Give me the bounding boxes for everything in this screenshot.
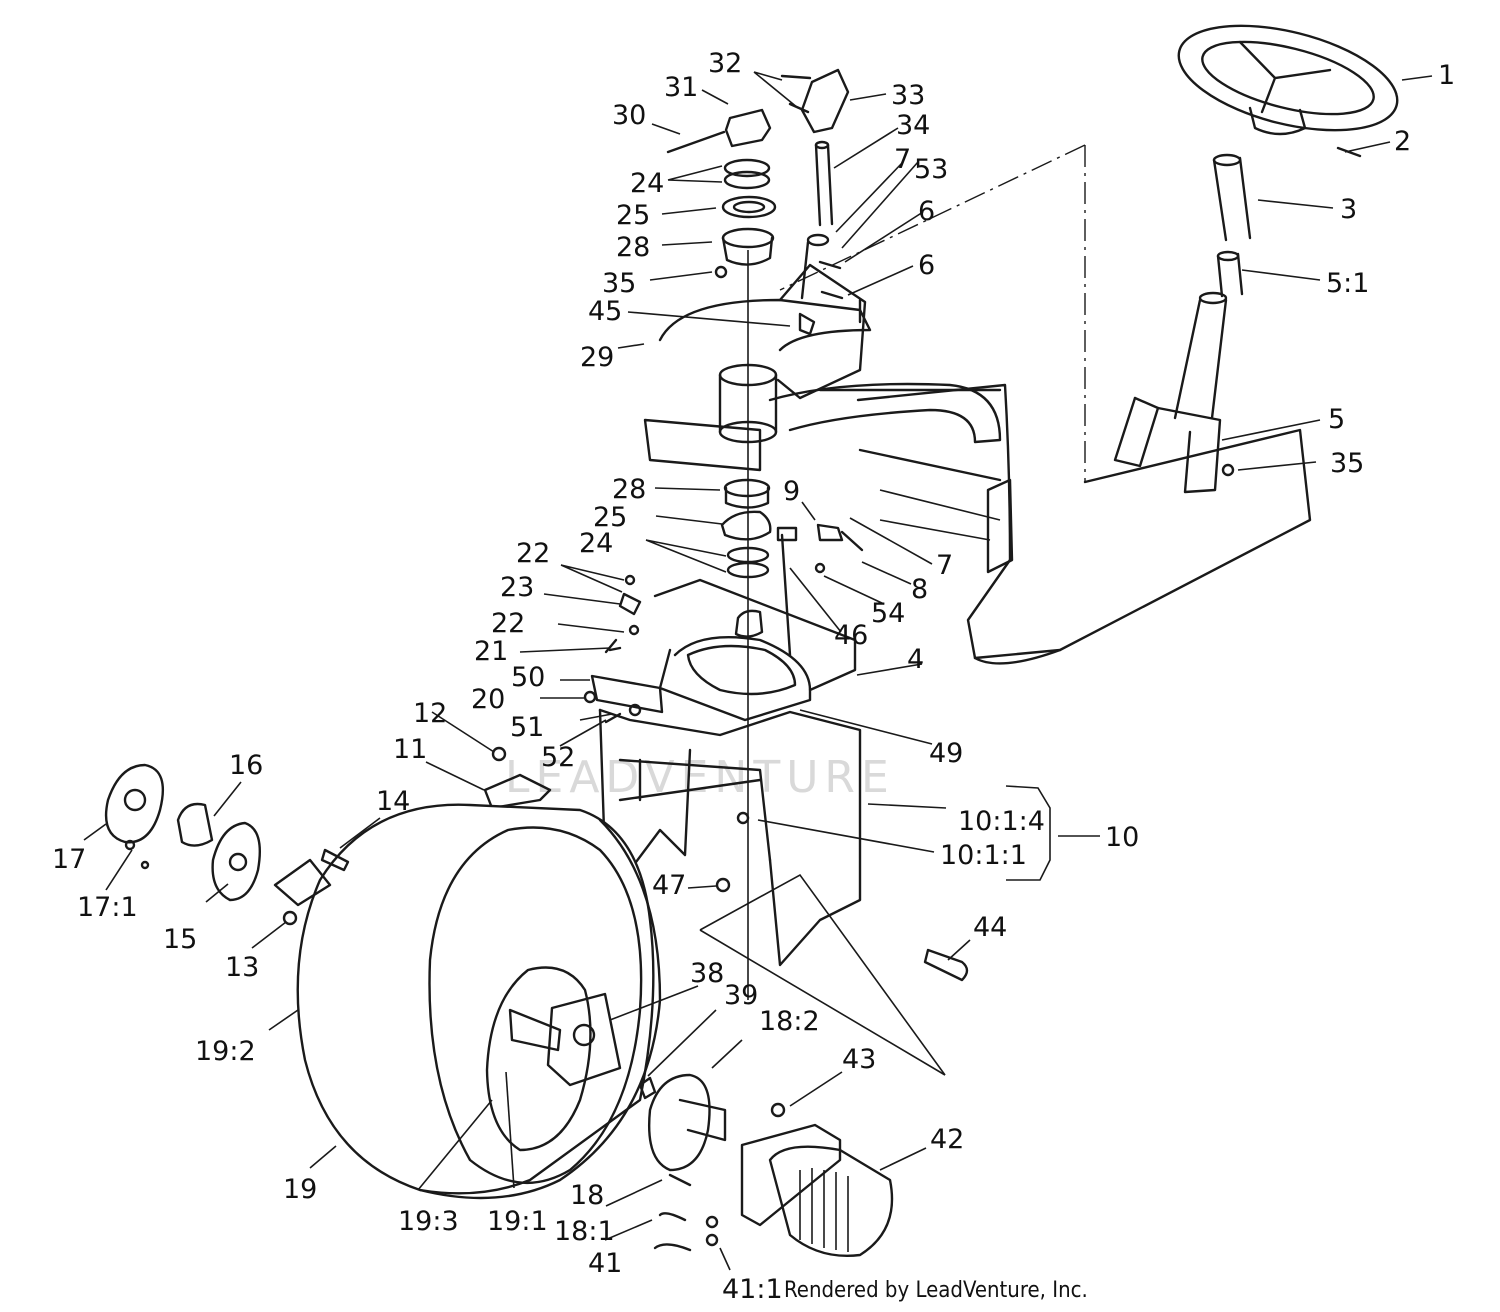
callout-10-1-4: 10:1:4	[958, 806, 1045, 837]
callout-35b: 35	[1330, 448, 1364, 479]
callout-43: 43	[842, 1044, 876, 1075]
steering-wheel	[1177, 24, 1399, 136]
callout-42: 42	[930, 1124, 964, 1155]
callout-32: 32	[708, 48, 742, 79]
callout-23: 23	[500, 572, 534, 603]
callout-53: 53	[914, 154, 948, 185]
pivot-bracket	[653, 523, 864, 722]
callout-labels: 1 2 3 4 5 5:1 6 6 7 7 8 9 10 10:1:1 10:1…	[52, 48, 1455, 1305]
callout-21: 21	[474, 636, 508, 667]
callout-51: 51	[510, 712, 544, 743]
steering-column	[1113, 146, 1362, 494]
callout-25a: 25	[616, 200, 650, 231]
callout-18-1: 18:1	[554, 1216, 615, 1247]
callout-16: 16	[229, 750, 263, 781]
callout-38: 38	[690, 958, 724, 989]
callout-10: 10	[1105, 822, 1139, 853]
wheel-bearing-parts	[104, 763, 350, 926]
callout-31: 31	[664, 72, 698, 103]
callout-1: 1	[1438, 60, 1455, 91]
callout-34: 34	[896, 110, 930, 141]
callout-7b: 7	[936, 550, 953, 581]
callout-29: 29	[580, 342, 614, 373]
lower-bearing-stack	[720, 250, 772, 1000]
callout-leaders	[83, 71, 1433, 1271]
small-hardware	[483, 265, 1235, 982]
callout-24a: 24	[630, 168, 664, 199]
callout-11: 11	[393, 734, 427, 765]
callout-19-3: 19:3	[398, 1206, 459, 1237]
frame	[779, 144, 1312, 665]
callout-24b: 24	[579, 528, 613, 559]
caster-wheel	[296, 803, 662, 1200]
callout-30: 30	[612, 100, 646, 131]
callout-10-1-1: 10:1:1	[940, 840, 1027, 871]
callout-25b: 25	[593, 502, 627, 533]
callout-22a: 22	[516, 538, 550, 569]
callout-19-2: 19:2	[195, 1036, 256, 1067]
callout-5: 5	[1328, 404, 1345, 435]
callout-14: 14	[376, 786, 410, 817]
credit-text: Rendered by LeadVenture, Inc.	[784, 1278, 1088, 1303]
callout-46: 46	[834, 620, 868, 651]
watermark: LEADVENTURE	[505, 752, 895, 803]
callout-17-1: 17:1	[77, 892, 138, 923]
callout-33: 33	[891, 80, 925, 111]
callout-12: 12	[413, 698, 447, 729]
steering-axle	[643, 263, 1002, 472]
upper-bearing-stack	[666, 108, 777, 266]
callout-49: 49	[929, 738, 963, 769]
callout-54: 54	[871, 598, 905, 629]
callout-3: 3	[1340, 194, 1357, 225]
callout-17: 17	[52, 844, 86, 875]
callout-18-2: 18:2	[759, 1006, 820, 1037]
callout-39: 39	[724, 980, 758, 1011]
callout-9: 9	[783, 476, 800, 507]
callout-7a: 7	[894, 144, 911, 175]
callout-45: 45	[588, 296, 622, 327]
callout-2: 2	[1394, 126, 1411, 157]
callout-41: 41	[588, 1248, 622, 1279]
u-joint	[780, 68, 862, 324]
callout-52: 52	[541, 742, 575, 773]
callout-28b: 28	[612, 474, 646, 505]
callout-13: 13	[225, 952, 259, 983]
callout-50: 50	[511, 662, 545, 693]
callout-5-1: 5:1	[1326, 268, 1369, 299]
callout-41-1: 41:1	[722, 1274, 783, 1305]
callout-28a: 28	[616, 232, 650, 263]
callout-47: 47	[652, 870, 686, 901]
callout-19: 19	[283, 1174, 317, 1205]
callout-15: 15	[163, 924, 197, 955]
callout-19-1: 19:1	[487, 1206, 548, 1237]
callout-44: 44	[973, 912, 1007, 943]
callout-20: 20	[471, 684, 505, 715]
callout-35a: 35	[602, 268, 636, 299]
callout-22b: 22	[491, 608, 525, 639]
callout-6a: 6	[918, 196, 935, 227]
callout-8: 8	[911, 574, 928, 605]
callout-18: 18	[570, 1180, 604, 1211]
callout-6b: 6	[918, 250, 935, 281]
wheel-motor	[638, 1073, 894, 1257]
callout-4: 4	[907, 644, 924, 675]
